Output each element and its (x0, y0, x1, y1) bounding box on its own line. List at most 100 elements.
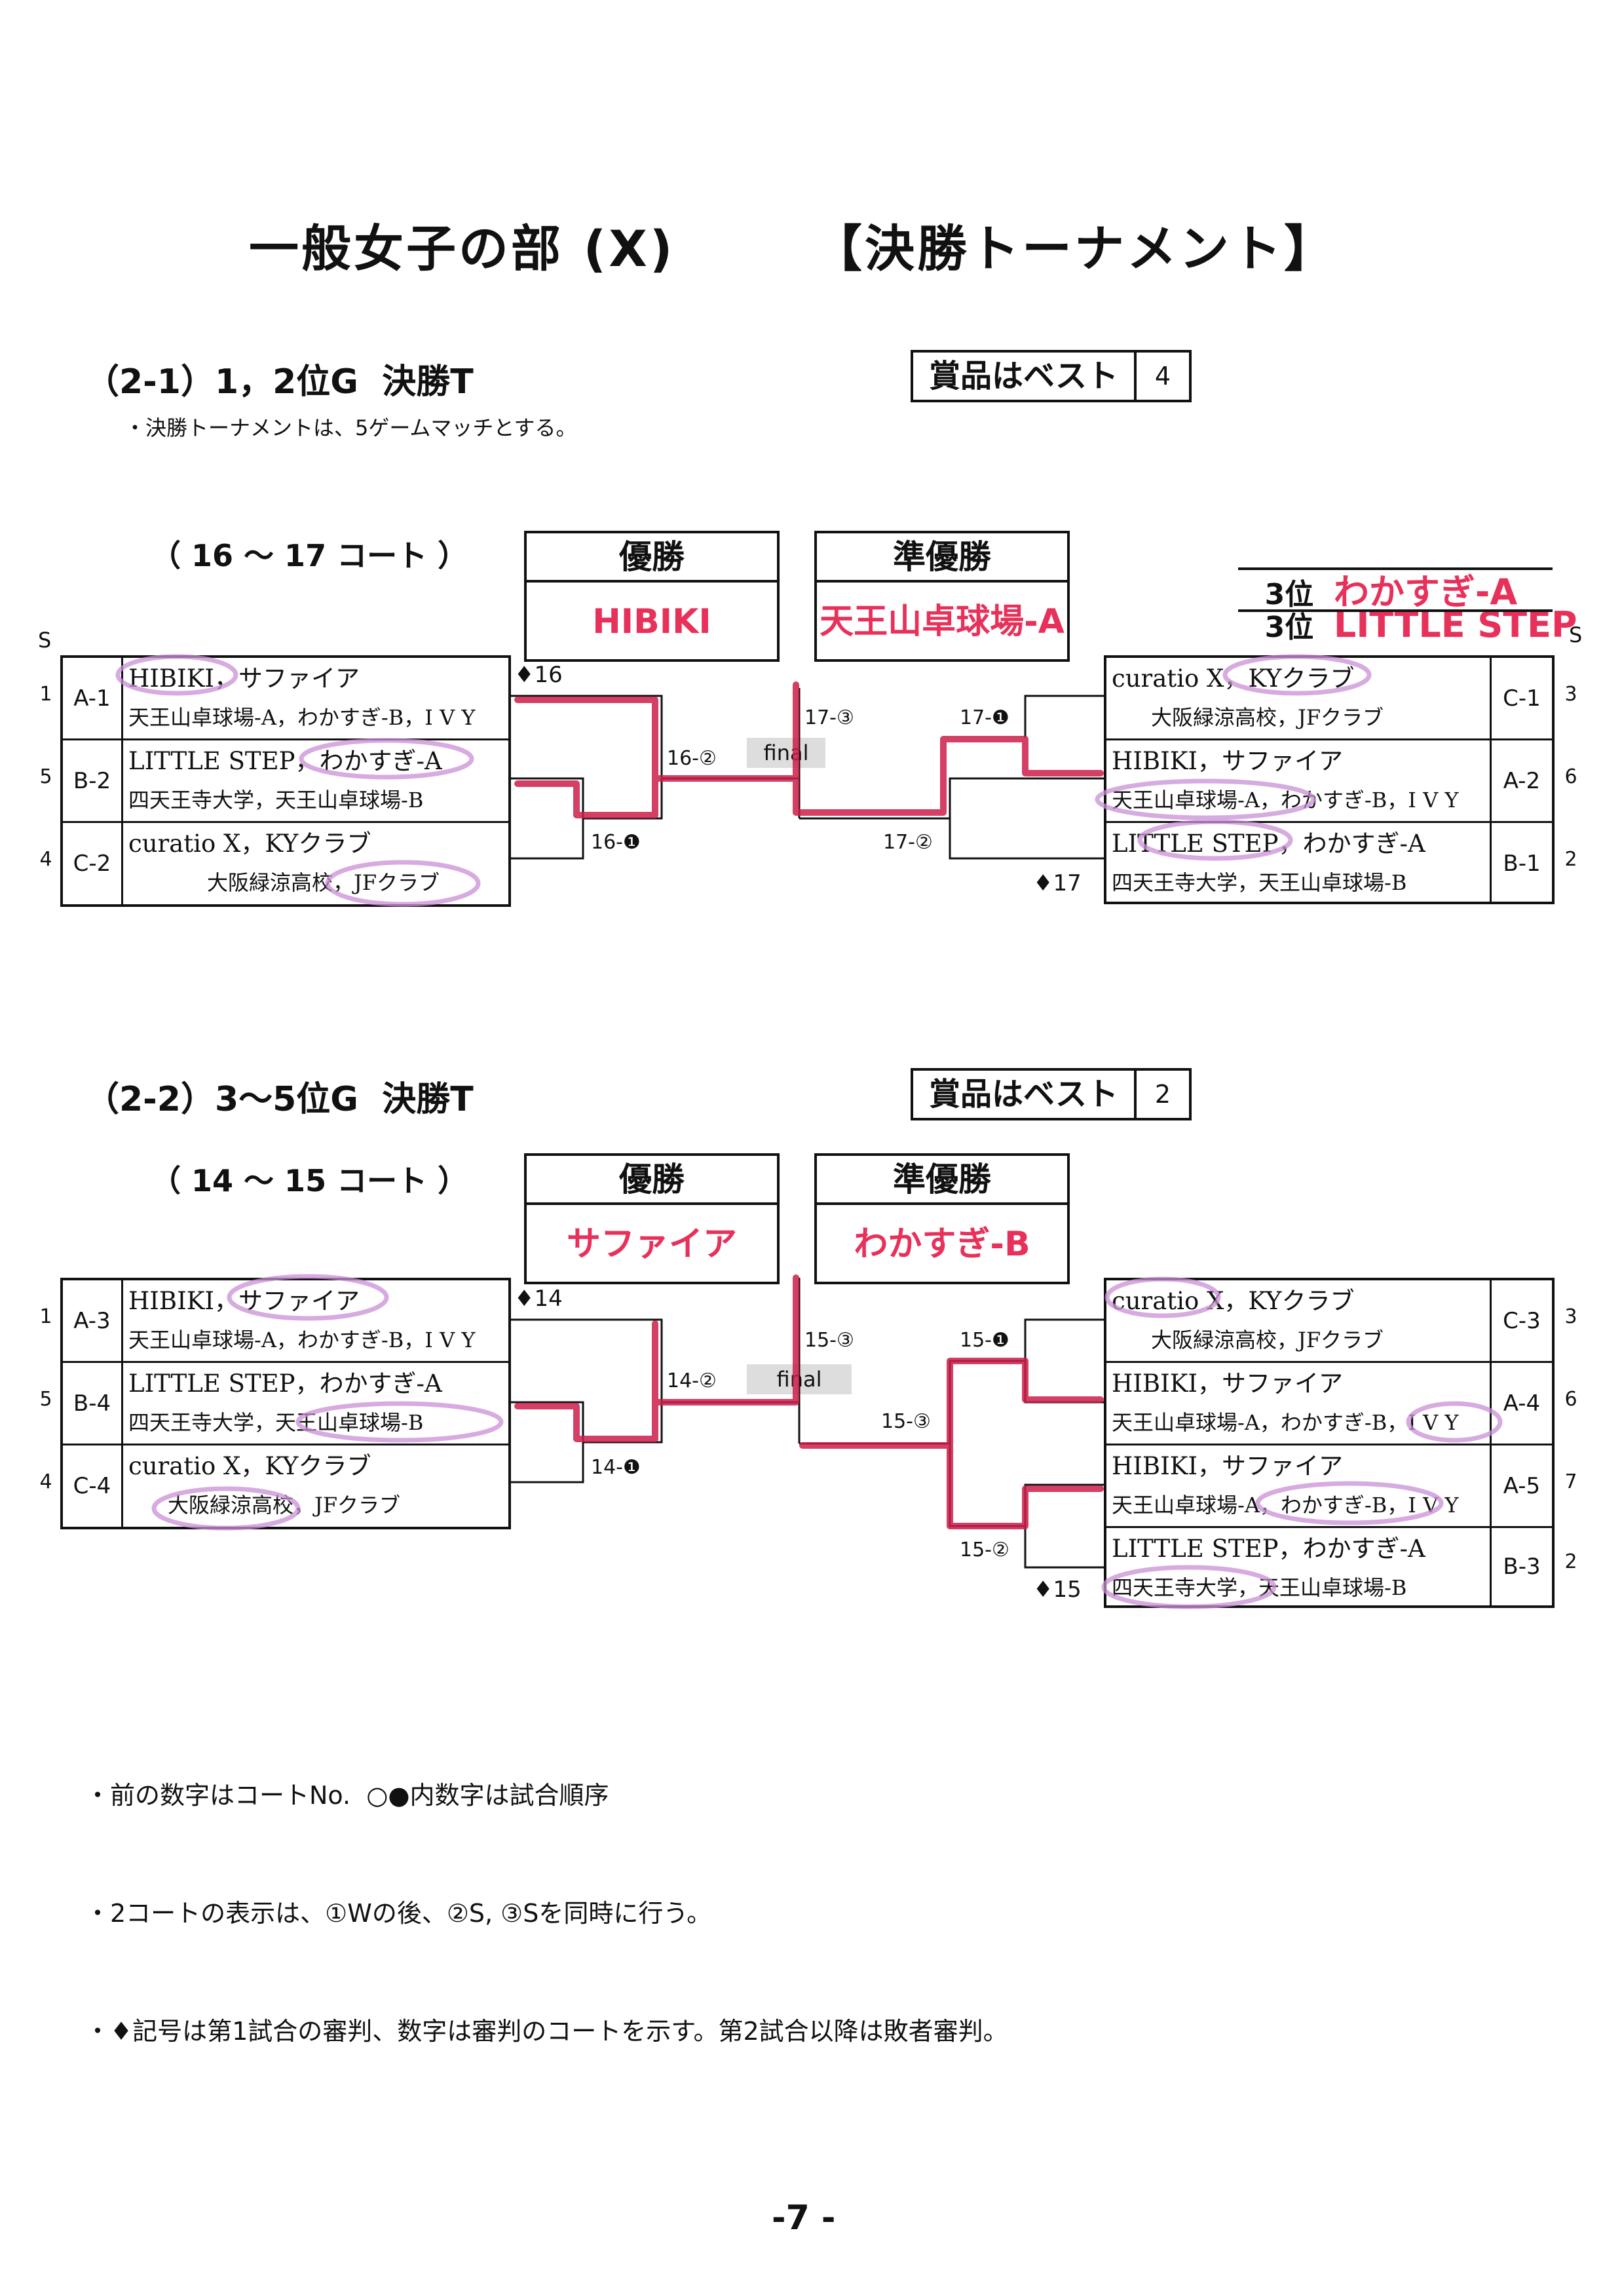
final-label: final (747, 738, 825, 768)
team-line1: HIBIKI，サファイア (128, 664, 360, 693)
seed: 1 (39, 1305, 52, 1328)
champion-label: 優勝 (527, 1156, 777, 1205)
match-label: 15-❶ (960, 1329, 1009, 1352)
entry-team: curatio X，KYクラブ大阪緑涼高校，JFクラブ (1106, 658, 1492, 740)
match-label: 17-② (883, 831, 933, 854)
entry-code: A-2 (1492, 740, 1552, 823)
team-line2: 天王山卓球場-A，わかすぎ-B，I V Y (128, 705, 476, 730)
runnerup-name: 天王山卓球場-A (820, 602, 1065, 641)
champion-label: 優勝 (527, 533, 777, 583)
footnotes: ・前の数字はコートNo. ○●内数字は試合順序 ・2コートの表示は、①Wの後、②… (85, 1697, 1008, 2090)
entry-team: LITTLE STEP，わかすぎ-A 四天王寺大学，天王山卓球場-B (1106, 823, 1492, 904)
section1-champion-box: 優勝 HIBIKI (524, 531, 780, 662)
section2-right-table: curatio X，KYクラブ大阪緑涼高校，JFクラブ C-3 HIBIKI，サ… (1104, 1278, 1555, 1608)
entry-code: A-4 (1492, 1363, 1552, 1445)
entry-code: A-1 (63, 658, 123, 740)
team-line2: 天王山卓球場-A，わかすぎ-B，I V Y (1112, 788, 1459, 813)
entry-code: C-1 (1492, 658, 1552, 740)
entry-team: HIBIKI，サファイア天王山卓球場-A，わかすぎ-B，I V Y (1106, 740, 1492, 823)
entry-code: B-4 (63, 1363, 123, 1445)
entry-code: A-3 (63, 1280, 123, 1363)
prize-value: 2 (1154, 1080, 1171, 1109)
section2-prize: 賞品はベスト 2 (911, 1068, 1192, 1120)
entry-code: B-3 (1503, 1554, 1541, 1580)
entry-team: curatio X，KYクラブ大阪緑涼高校，JFクラブ (1106, 1280, 1492, 1363)
section2-champion-box: 優勝 サファイア (524, 1153, 780, 1284)
section2-runnerup-box: 準優勝 わかすぎ-B (814, 1153, 1070, 1284)
seed: 1 (39, 683, 52, 706)
prize-label: 賞品はベスト (913, 1071, 1137, 1118)
s-label-right: S (1569, 622, 1583, 647)
umpire-label-left: ♦14 (514, 1286, 563, 1312)
entry-code: C-2 (63, 823, 123, 904)
seed: 4 (39, 848, 52, 871)
footnote: ・♦記号は第1試合の審判、数字は審判のコートを示す。第2試合以降は敗者審判。 (85, 2017, 1008, 2046)
section2-heading: （2-2）3～5位G 決勝T (85, 1080, 474, 1119)
match-label: 15-③ (881, 1410, 931, 1433)
section1-runnerup-box: 準優勝 天王山卓球場-A (814, 531, 1070, 662)
match-label: 15-② (960, 1539, 1009, 1561)
entry-team: HIBIKI，サファイア天王山卓球場-A，わかすぎ-B，I V Y (123, 658, 508, 740)
match-label: 16-② (667, 747, 717, 770)
seed: 3 (1564, 1305, 1577, 1328)
champion-name: サファイア (566, 1225, 737, 1264)
winner-path-marker (514, 681, 1104, 1529)
prize-value: 4 (1154, 362, 1171, 391)
entry-code: B-2 (63, 740, 123, 823)
team-line1: HIBIKI，サファイア (1112, 1452, 1343, 1480)
team-line1: LITTLE STEP，わかすぎ-A (1112, 830, 1425, 858)
handwritten-circles (115, 654, 1503, 1609)
seed: 2 (1564, 1550, 1577, 1573)
third-label: 3位 (1264, 611, 1314, 644)
runnerup-label: 準優勝 (817, 1156, 1067, 1205)
page-subtitle: 【決勝トーナメント】 (812, 220, 1336, 278)
entry-team: curatio X，KYクラブ大阪緑涼高校，JFクラブ (123, 823, 508, 904)
seed: 4 (39, 1470, 52, 1493)
prize-label: 賞品はベスト (913, 353, 1137, 400)
bracket-outline (511, 688, 1104, 1569)
footnote: ・2コートの表示は、①Wの後、②S, ③Sを同時に行う。 (85, 1899, 712, 1928)
champion-name: HIBIKI (592, 602, 711, 641)
page-title: 一般女子の部 (X) (249, 220, 675, 278)
team-line2: 四天王寺大学，天王山卓球場-B (128, 1410, 424, 1435)
team-line1: HIBIKI，サファイア (1112, 1369, 1343, 1398)
entry-code: B-1 (1503, 851, 1541, 877)
match-label: 16-❶ (591, 831, 641, 854)
third-label: 3位 (1264, 578, 1314, 611)
team-line2: 大阪緑涼高校，JFクラブ (1151, 705, 1384, 730)
seed: 3 (1564, 683, 1577, 706)
team-line2: 大阪緑涼高校，JFクラブ (1151, 1328, 1384, 1352)
seed: 6 (1564, 1388, 1577, 1411)
seed: 5 (39, 765, 52, 788)
entry-team: HIBIKI，サファイア天王山卓球場-A，わかすぎ-B，I V Y (1106, 1363, 1492, 1445)
runnerup-label: 準優勝 (817, 533, 1067, 583)
entry-team: HIBIKI，サファイア天王山卓球場-A，わかすぎ-B，I V Y (123, 1280, 508, 1363)
match-label: 17-❶ (960, 706, 1009, 729)
team-line1: curatio X，KYクラブ (1112, 1287, 1355, 1315)
seed: 7 (1564, 1470, 1577, 1493)
footnote: ・前の数字はコートNo. ○●内数字は試合順序 (85, 1781, 609, 1810)
runnerup-name: わかすぎ-B (854, 1225, 1030, 1264)
third-name: わかすぎ-A (1333, 571, 1518, 613)
entry-code: C-4 (63, 1445, 123, 1527)
team-line1: curatio X，KYクラブ (128, 1452, 371, 1480)
team-line1: HIBIKI，サファイア (1112, 747, 1343, 775)
match-label: 15-③ (804, 1329, 854, 1352)
team-line2: 四天王寺大学，天王山卓球場-B (128, 788, 424, 813)
entry-code: C-3 (1492, 1280, 1552, 1363)
section1-court: （ 16 ～ 17 コート ） (151, 538, 468, 573)
match-label: 14-❶ (591, 1456, 641, 1479)
section2-court: （ 14 ～ 15 コート ） (151, 1163, 468, 1198)
page-number: -7 - (772, 2198, 836, 2238)
seed: 5 (39, 1388, 52, 1411)
seed: 6 (1564, 765, 1577, 788)
match-label: 17-③ (804, 706, 854, 729)
section1-note: ・決勝トーナメントは、5ゲームマッチとする。 (124, 415, 577, 440)
umpire-label-left: ♦16 (514, 662, 563, 688)
team-line2: 四天王寺大学，天王山卓球場-B (1112, 870, 1407, 895)
s-label-left: S (38, 628, 52, 653)
match-label: 14-② (667, 1369, 717, 1392)
